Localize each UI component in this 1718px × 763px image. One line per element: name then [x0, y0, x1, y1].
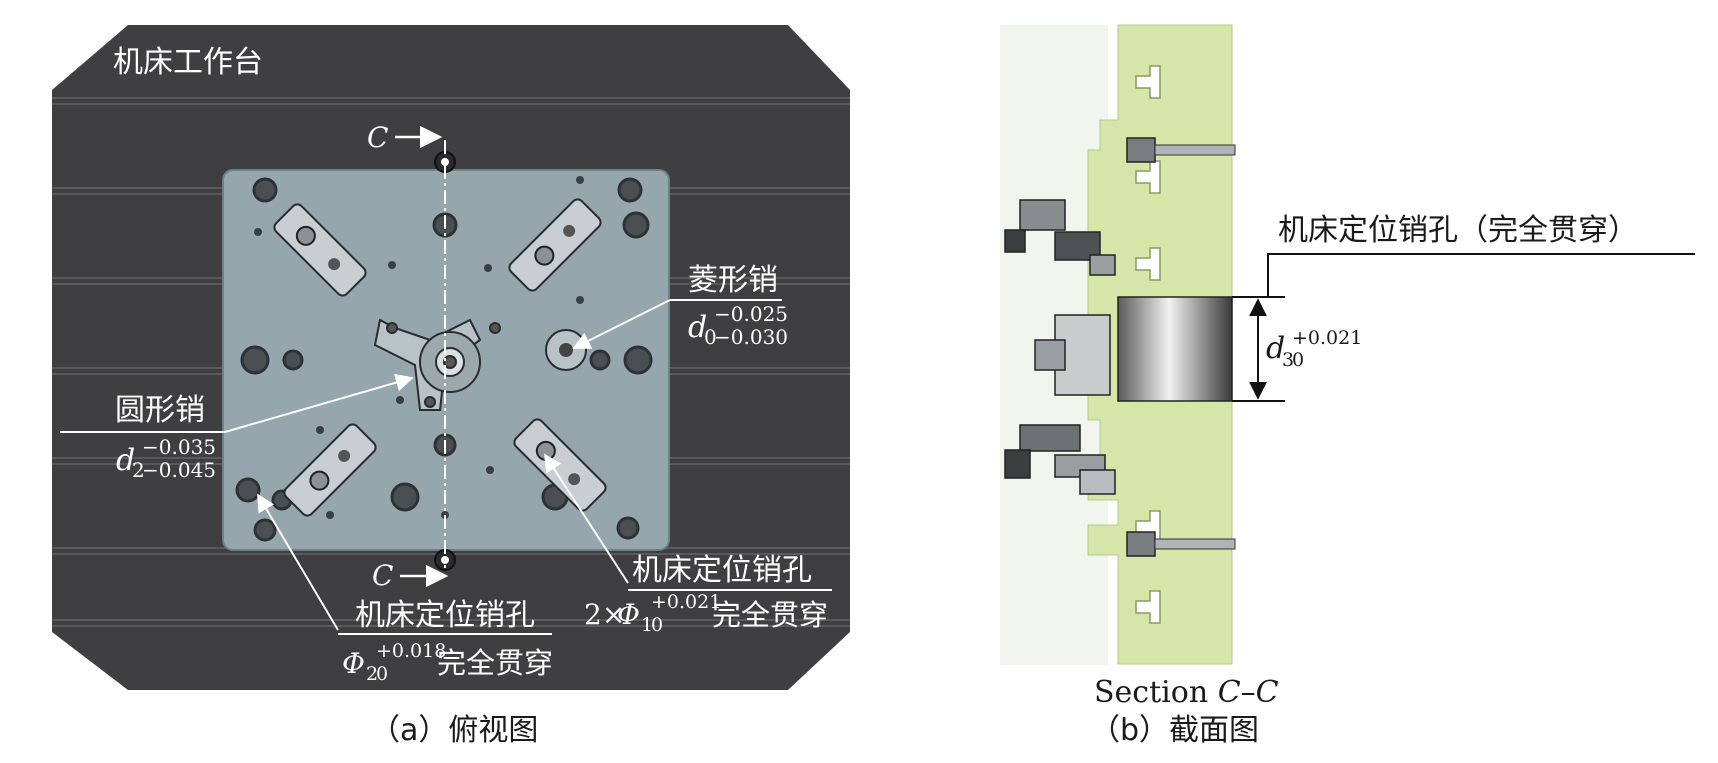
diamond-pin [545, 329, 587, 371]
hole-left-lower: 0 [376, 663, 388, 685]
section-clamps [1004, 199, 1116, 495]
hole-b-leader [1267, 253, 1695, 297]
hole-left-upper: +0.018 [376, 640, 446, 662]
round-pin-sub: 2 [132, 458, 145, 482]
hole-right-tolerance: 2× Φ 1 +0.021 0 完全贯穿 [584, 591, 828, 636]
dim-sub: 3 [1282, 349, 1294, 371]
section-title: Section C–C [1094, 675, 1279, 710]
section-bolts [1126, 137, 1236, 557]
diamond-pin-sub: 0 [704, 325, 717, 349]
caption-b: （b）截面图 [1090, 713, 1259, 748]
clamp-bottom-left [283, 423, 377, 517]
hole-b-label: 机床定位销孔（完全贯穿） [1278, 213, 1638, 248]
hole-right-base: Φ [617, 598, 640, 631]
hole-left-tolerance: Φ 2 +0.018 0 完全贯穿 [342, 640, 553, 685]
diamond-pin-upper: −0.025 [714, 302, 788, 326]
hole-right-prefix: 2× [584, 598, 625, 631]
section-title-name: C–C [1218, 675, 1279, 710]
centerline-dot-top [441, 158, 449, 166]
hole-right-upper: +0.021 [651, 591, 721, 613]
section-mark-top-letter: C [367, 121, 388, 154]
dim-upper: +0.021 [1292, 327, 1362, 349]
machine-table-label: 机床工作台 [113, 45, 263, 80]
centerline-dot-bottom [441, 556, 449, 564]
round-pin-base: d [116, 443, 135, 478]
diamond-pin-label: 菱形销 [688, 263, 778, 298]
clamp-top-left [273, 203, 367, 297]
dim-base: d [1266, 331, 1285, 366]
panel-a-top-view: C C 机床工作台 菱形销 d 0 −0.025 −0.030 圆形销 d 2 … [52, 25, 850, 748]
positioning-through-hole [1117, 296, 1233, 402]
dim-tolerance: d 3 +0.021 0 [1266, 327, 1362, 371]
hole-right-leader [544, 453, 629, 584]
round-pin-upper: −0.035 [142, 435, 216, 459]
diamond-pin-lower: −0.030 [714, 325, 788, 349]
round-pin-leader [224, 373, 414, 433]
round-pin-tolerance: d 2 −0.035 −0.045 [116, 435, 216, 482]
round-pin-label: 圆形销 [115, 393, 205, 428]
hole-left-label: 机床定位销孔 [355, 598, 535, 633]
hole-left-leader [257, 493, 339, 631]
plate-holes [235, 177, 653, 542]
hole-right-sub: 1 [641, 614, 653, 636]
hole-left-base: Φ [342, 647, 365, 680]
hole-right-label: 机床定位销孔 [632, 553, 812, 588]
panel-b-section-view: 机床定位销孔（完全贯穿） d 3 +0.021 0 Section C–C （b… [1000, 24, 1695, 748]
round-pin-lower: −0.045 [142, 458, 216, 482]
diamond-pin-tolerance: d 0 −0.025 −0.030 [688, 302, 788, 349]
plate-small-holes [254, 176, 584, 519]
clamp-top-right [508, 198, 602, 292]
hole-left-suffix: 完全贯穿 [437, 646, 553, 680]
diamond-pin-leader [572, 299, 671, 349]
section-title-prefix: Section [1094, 675, 1218, 710]
hole-left-sub: 2 [366, 663, 378, 685]
hole-right-lower: 0 [651, 614, 663, 636]
hole-right-suffix: 完全贯穿 [712, 598, 828, 632]
dim-lower: 0 [1292, 349, 1304, 371]
diamond-pin-base: d [688, 310, 707, 345]
central-support [373, 318, 501, 411]
caption-a: （a）俯视图 [370, 713, 538, 748]
section-mark-bottom-letter: C [372, 559, 393, 592]
